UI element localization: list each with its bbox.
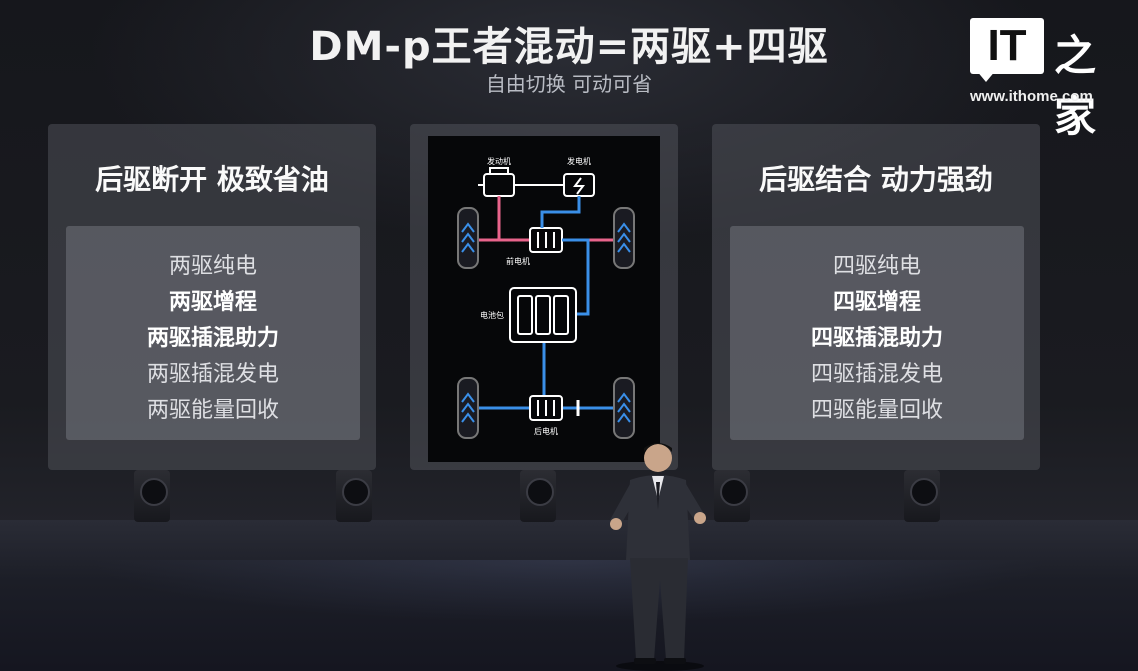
- right-mode-item: 四驱能量回收: [810, 398, 943, 423]
- front-motor-icon: [529, 227, 563, 253]
- battery-pack-icon: [509, 287, 577, 343]
- front-left-wheel-icon: [457, 207, 479, 269]
- front-right-wheel-icon: [613, 207, 635, 269]
- left-panel-mode-list: 两驱纯电 两驱增程 两驱插混助力 两驱插混发电 两驱能量回收: [66, 226, 360, 440]
- generator-to-front-motor-path: [540, 196, 581, 228]
- generator-icon: [563, 173, 595, 197]
- left-mode-item: 两驱插混助力: [146, 326, 279, 351]
- rear-motor-label: 后电机: [534, 426, 558, 436]
- left-mode-item: 两驱增程: [168, 290, 257, 315]
- slide-title: DM-p王者混动=两驱+四驱: [309, 24, 829, 70]
- stage-light: [336, 470, 372, 522]
- left-mode-item: 两驱纯电: [168, 254, 257, 279]
- engine-icon: [478, 167, 520, 197]
- front-to-battery-path: [562, 238, 590, 316]
- right-panel-heading: 后驱结合 动力强劲: [759, 163, 993, 196]
- logo-url: www.ithome.com: [970, 88, 1093, 105]
- battery-label: 电池包: [480, 310, 504, 320]
- right-mode-item: 四驱插混发电: [810, 362, 943, 387]
- logo-speech-tail: [976, 70, 996, 82]
- drivetrain-diagram-screen: 发动机 发电机 前电机: [428, 136, 660, 462]
- rear-motor-icon: [529, 395, 563, 421]
- generator-label: 发电机: [567, 156, 591, 166]
- right-panel-mode-list: 四驱纯电 四驱增程 四驱插混助力 四驱插混发电 四驱能量回收: [730, 226, 1024, 440]
- engine-label: 发动机: [487, 156, 511, 166]
- rear-right-wheel-icon: [613, 377, 635, 439]
- stage-light: [520, 470, 556, 522]
- drivetrain-diagram-panel: 发动机 发电机 前电机: [410, 124, 678, 470]
- stage-light: [714, 470, 750, 522]
- ithome-logo: IT 之家 www.ithome.com: [970, 18, 1120, 141]
- stage-light: [904, 470, 940, 522]
- rear-left-wheel-icon: [457, 377, 479, 439]
- left-panel: 后驱断开 极致省油 两驱纯电 两驱增程 两驱插混助力 两驱插混发电 两驱能量回收: [48, 124, 376, 470]
- left-panel-heading: 后驱断开 极致省油: [95, 163, 329, 196]
- slide-subtitle: 自由切换 可动可省: [485, 72, 653, 96]
- logo-chinese: 之家: [1054, 31, 1097, 141]
- drivetrain-diagram: 发动机 发电机 前电机: [457, 156, 635, 439]
- right-mode-item: 四驱增程: [832, 290, 921, 315]
- right-panel: 后驱结合 动力强劲 四驱纯电 四驱增程 四驱插混助力 四驱插混发电 四驱能量回收: [712, 124, 1040, 470]
- logo-it-mark: IT: [970, 18, 1044, 74]
- presenter-figure: [610, 443, 706, 671]
- stage-floor-sheen: [0, 560, 1138, 671]
- left-mode-item: 两驱插混发电: [146, 362, 279, 387]
- right-mode-item: 四驱纯电: [832, 254, 921, 279]
- right-mode-item: 四驱插混助力: [810, 326, 943, 351]
- front-motor-label: 前电机: [506, 256, 530, 266]
- stage-floor: [0, 520, 1138, 671]
- stage-light: [134, 470, 170, 522]
- left-mode-item: 两驱能量回收: [146, 398, 279, 423]
